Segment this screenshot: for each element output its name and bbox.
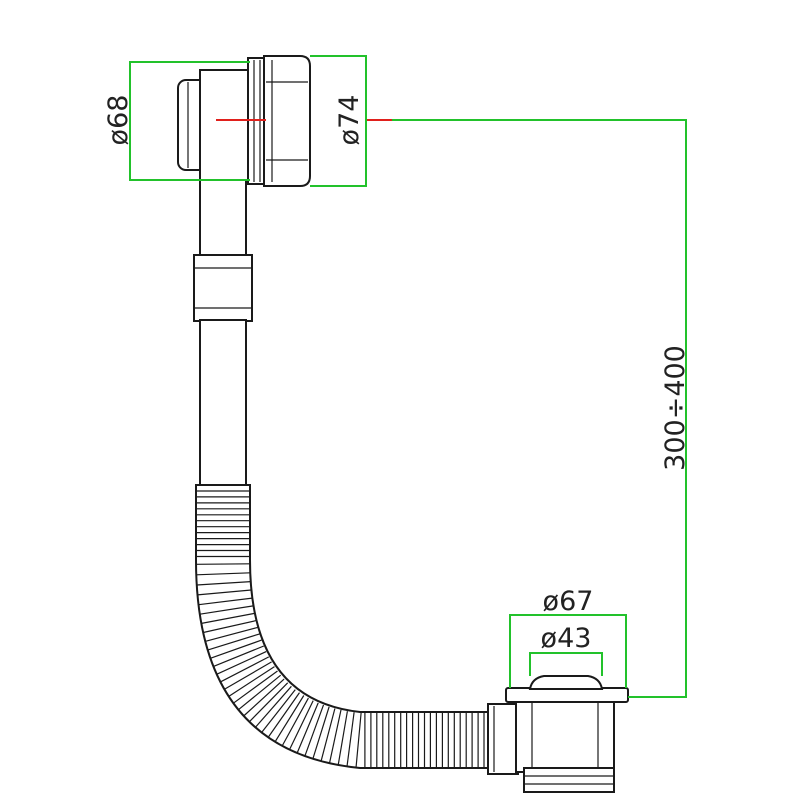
hose-body [195, 484, 493, 769]
hose-rib [249, 682, 289, 722]
drain-tail-nut [523, 767, 615, 793]
hose-rib [304, 704, 325, 756]
dim-label-overflow-74: ø74 [334, 95, 365, 146]
dim-line-drain-67 [509, 614, 627, 688]
hose-rib [195, 563, 251, 565]
hose-rib [329, 709, 342, 763]
dim-line-drain-43 [529, 652, 603, 676]
upper-tube [199, 179, 247, 261]
hose-ribs [195, 490, 485, 767]
lower-tube [199, 319, 247, 486]
hose-rib [238, 674, 282, 710]
hose-rib [224, 661, 272, 690]
overflow-body [199, 69, 251, 181]
hose-rib [201, 612, 255, 624]
hose-rib [261, 689, 296, 733]
hose-rib [196, 572, 251, 576]
drain-assembly [487, 675, 629, 793]
overflow-front-cap [263, 55, 311, 187]
hose-rib [207, 633, 260, 651]
dim-label-overflow-68: ø68 [103, 95, 134, 146]
hose-rib [220, 656, 270, 683]
hose-rib [196, 581, 251, 586]
drain-flange [505, 687, 629, 703]
drain-plug [528, 675, 604, 690]
hose-rib [199, 605, 254, 615]
dim-label-drain-67: ø67 [543, 586, 594, 617]
hose-rib [216, 651, 267, 675]
hose-rib [281, 697, 309, 746]
pipe-sleeve [193, 254, 253, 322]
hose-rib [346, 712, 355, 766]
hose-rib [197, 589, 252, 596]
hose-rib [289, 700, 314, 750]
drain-side-connector [487, 703, 519, 775]
dimension-lines [129, 55, 687, 698]
hose-rib [205, 626, 258, 642]
hose-rib [320, 708, 336, 761]
hose-rib [312, 706, 330, 759]
hose-rib [213, 645, 265, 667]
dim-line-height-range [392, 119, 687, 698]
overflow-pipe [193, 179, 253, 486]
dim-label-drain-43: ø43 [541, 623, 592, 654]
hose-rib [233, 670, 278, 704]
dim-label-height-range: 300÷400 [660, 345, 691, 471]
corrugated-hose [195, 484, 493, 769]
drain-body [515, 699, 615, 773]
hose-rib [337, 711, 348, 765]
hose-rib [203, 620, 257, 634]
hose-rib [210, 639, 262, 659]
dim-line-overflow-68 [129, 61, 250, 181]
dim-line-overflow-74 [310, 55, 367, 187]
hose-rib [228, 666, 275, 697]
hose-rib [268, 692, 300, 738]
hose-rib [274, 695, 305, 742]
hose-rib [355, 712, 362, 767]
overflow-assembly [177, 55, 392, 187]
hose-rib [296, 702, 319, 753]
hose-rib [255, 685, 292, 728]
hose-rib [198, 597, 253, 606]
hose-rib [243, 678, 285, 716]
